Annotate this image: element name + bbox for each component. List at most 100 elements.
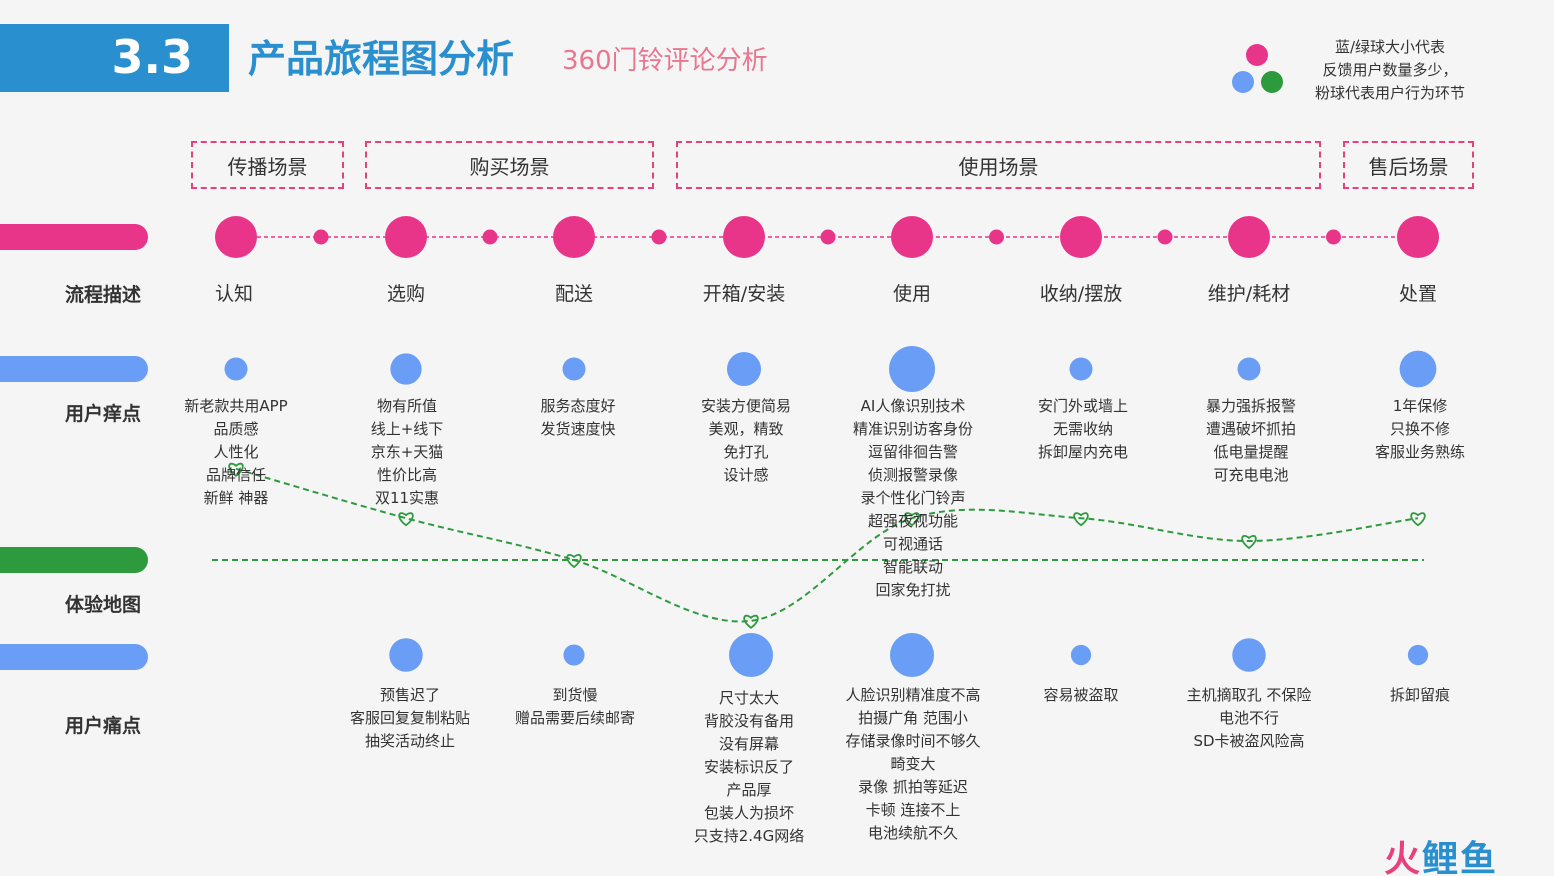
pain-item: 存储录像时间不够久 (845, 732, 981, 750)
itch-item: 服务态度好 (540, 397, 616, 415)
row-label-process: 流程描述 (64, 284, 141, 306)
process-minor-dot (313, 229, 329, 245)
heart-icon (1073, 512, 1089, 527)
itch-bubble (390, 353, 422, 385)
process-minor-dot (651, 229, 667, 245)
heart-icon (743, 614, 759, 629)
pain-bubble (563, 644, 585, 666)
scene-label: 购买场景 (469, 154, 550, 179)
watermark-logo: 火鲤鱼 (1384, 830, 1498, 876)
itch-text-block: 新老款共用APP 品质感 人性化 品牌信任 新鲜 神器 (147, 395, 325, 510)
itch-bubble (1069, 357, 1093, 381)
page-subtitle: 360门铃评论分析 (562, 46, 768, 76)
pain-item: 到货慢 (552, 686, 598, 704)
experience-curve (235, 467, 1419, 623)
row-label-pain: 用户痛点 (64, 715, 141, 737)
itch-item: 回家免打扰 (875, 581, 951, 599)
itch-item: 物有所值 (376, 397, 437, 415)
heart-icon (228, 462, 244, 477)
pain-item: 包装人为损坏 (703, 804, 794, 822)
itch-text-block: 安装方便简易 美观，精致 免打孔 设计感 (657, 395, 835, 487)
legend-dot-green (1261, 71, 1283, 93)
experience-row-pill (0, 547, 148, 573)
stage-label: 维护/耗材 (1207, 283, 1291, 305)
itch-item: 低电量提醒 (1213, 443, 1289, 461)
watermark-part: 火 (1384, 839, 1423, 876)
itch-text-block: AI人像识别技术 精准识别访客身份 逗留徘徊告警 侦测报警录像 录个性化门铃声 … (824, 395, 1002, 602)
itch-item: 品牌信任 (205, 466, 266, 484)
legend-line: 反馈用户数量多少， (1322, 61, 1458, 79)
itch-bubble (1399, 350, 1437, 388)
itch-item: 精准识别访客身份 (852, 420, 973, 438)
pain-item: 主机摘取孔 不保险 (1186, 686, 1312, 704)
pain-item: 容易被盗取 (1043, 686, 1119, 704)
pain-item: 赠品需要后续邮寄 (514, 709, 635, 727)
pain-item: 预售迟了 (379, 686, 440, 704)
pain-item: 录像 抓拍等延迟 (858, 778, 968, 796)
itch-item: 安门外或墙上 (1037, 397, 1128, 415)
scene-box-spread: 传播场景 (191, 141, 344, 189)
pain-item: 只支持2.4G网络 (693, 827, 805, 845)
itch-item: 发货速度快 (540, 420, 616, 438)
heart-icon (904, 512, 920, 527)
section-number-badge: 3.3 (0, 24, 229, 92)
itch-item: 逗留徘徊告警 (867, 443, 958, 461)
itch-item: 1年保修 (1392, 397, 1448, 415)
itch-text-block: 安门外或墙上 无需收纳 拆卸屋内充电 (994, 395, 1172, 464)
pain-item: 电池续航不久 (867, 824, 958, 842)
itch-item: 新鲜 神器 (203, 489, 269, 507)
itch-item: AI人像识别技术 (860, 397, 966, 415)
itch-item: 拆卸屋内充电 (1037, 443, 1128, 461)
stage-label: 开箱/安装 (702, 283, 786, 305)
process-stage-dot (1228, 216, 1270, 258)
process-stage-dot (1397, 216, 1439, 258)
pain-bubble (1232, 638, 1266, 672)
itch-item: 暴力强拆报警 (1205, 397, 1296, 415)
process-minor-dot (989, 229, 1004, 245)
itch-item: 性价比高 (376, 466, 437, 484)
scene-box-use: 使用场景 (676, 141, 1321, 189)
pain-text-block: 尺寸太大 背胶没有备用 没有屏幕 安装标识反了 产品厚 包装人为损坏 只支持2.… (660, 687, 838, 848)
itch-item: 京东+天猫 (370, 443, 444, 461)
itch-bubble (889, 346, 935, 392)
itch-item: 美观，精致 (708, 420, 784, 438)
page-title: 产品旅程图分析 (248, 37, 515, 81)
itch-item: 客服业务熟练 (1374, 443, 1465, 461)
itch-item: 遭遇破坏抓拍 (1205, 420, 1296, 438)
itch-item: 可视通话 (882, 535, 943, 553)
itch-text-block: 1年保修 只换不修 客服业务熟练 (1331, 395, 1509, 464)
process-stage-dot (723, 216, 765, 258)
process-row-pill (0, 224, 148, 250)
legend-line: 粉球代表用户行为环节 (1314, 84, 1465, 102)
itch-item: 新老款共用APP (184, 397, 288, 415)
pain-item: 产品厚 (726, 781, 772, 799)
itch-bubble (224, 357, 248, 381)
watermark-part: 鲤鱼 (1422, 839, 1499, 876)
scene-box-aftersales: 售后场景 (1343, 141, 1474, 189)
scene-label: 售后场景 (1368, 154, 1449, 179)
process-stage-dot (215, 216, 257, 258)
pain-item: 电池不行 (1218, 709, 1279, 727)
stage-label: 收纳/摆放 (1039, 283, 1123, 305)
itch-item: 免打孔 (723, 443, 769, 461)
pain-bubble (1407, 644, 1429, 666)
itch-item: 设计感 (723, 466, 769, 484)
itch-item: 录个性化门铃声 (860, 489, 966, 507)
pain-item: 抽奖活动终止 (364, 732, 455, 750)
legend-line: 蓝/绿球大小代表 (1334, 38, 1446, 56)
pain-text-block: 容易被盗取 (992, 684, 1170, 707)
itch-item: 双11实惠 (374, 489, 440, 507)
pain-item: 拆卸留痕 (1389, 686, 1450, 704)
itch-item: 线上+线下 (370, 420, 444, 438)
pain-bubble (729, 633, 773, 677)
process-stage-dot (385, 216, 427, 258)
pain-item: 拍摄广角 范围小 (858, 709, 968, 727)
row-label-experience: 体验地图 (64, 594, 141, 616)
legend-text: 蓝/绿球大小代表 反馈用户数量多少， 粉球代表用户行为环节 (1300, 36, 1480, 105)
stage-label: 配送 (554, 283, 593, 305)
legend-dot-pink (1246, 44, 1268, 66)
process-minor-dot (1157, 229, 1173, 245)
itch-item: 只换不修 (1389, 420, 1450, 438)
itch-item: 人性化 (213, 443, 259, 461)
